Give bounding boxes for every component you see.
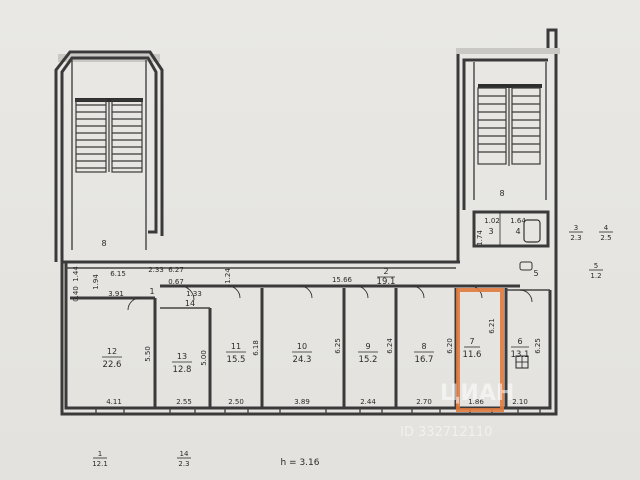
dim-bottom-7: 1.86 bbox=[468, 398, 484, 406]
side-list-3-area: 2.3 bbox=[570, 234, 581, 242]
room-8-number: 8 bbox=[421, 342, 426, 351]
dim-627: 6.27 bbox=[168, 266, 184, 274]
dim-233: 2.33 bbox=[148, 266, 164, 274]
dim-194: 1.94 bbox=[92, 274, 100, 290]
highlight-room-7 bbox=[456, 288, 504, 412]
bottom-list-1-number: 1 bbox=[98, 450, 102, 458]
ceiling-height-label: h = 3.16 bbox=[280, 458, 319, 468]
room-3-number: 3 bbox=[488, 227, 493, 236]
room-9-number: 9 bbox=[365, 342, 370, 351]
dim-vertical-8: 6.25 bbox=[534, 338, 542, 354]
room-6-number: 6 bbox=[517, 337, 522, 346]
right-stair-treads bbox=[477, 84, 542, 166]
dim-133: 1.33 bbox=[186, 290, 202, 298]
room-14-number: 14 bbox=[185, 299, 195, 308]
dim-vertical-5: 6.24 bbox=[386, 338, 394, 354]
dim-bottom-4: 3.89 bbox=[294, 398, 310, 406]
watermark-id: ID 332712110 bbox=[400, 425, 492, 440]
corridor-length: 15.66 bbox=[332, 276, 353, 284]
room-11-area: 15.5 bbox=[227, 355, 246, 365]
dim-bottom-2: 2.55 bbox=[176, 398, 192, 406]
room-12-area: 22.6 bbox=[103, 360, 122, 370]
dim-164: 1.64 bbox=[510, 217, 526, 225]
room-7-area: 11.6 bbox=[463, 350, 482, 360]
dim-040: 0.40 bbox=[72, 286, 80, 302]
dim-102: 1.02 bbox=[484, 217, 500, 225]
bottom-area-list: 1 12.1 14 2.3 h = 3.16 bbox=[92, 450, 320, 468]
dim-vertical-4: 6.25 bbox=[334, 338, 342, 354]
right-stair-tower bbox=[456, 28, 560, 262]
dim-067: 0.67 bbox=[168, 278, 184, 286]
side-list-5-area: 1.2 bbox=[590, 272, 601, 280]
room-13-number: 13 bbox=[177, 352, 187, 361]
room-8-area: 16.7 bbox=[415, 355, 434, 365]
room-11-number: 11 bbox=[231, 342, 241, 351]
dim-vertical-1: 5.50 bbox=[144, 346, 152, 362]
side-list-3-number: 3 bbox=[574, 224, 578, 232]
room-10-area: 24.3 bbox=[293, 355, 312, 365]
side-area-list: 3 2.3 4 2.5 5 1.2 bbox=[569, 224, 613, 280]
dim-615: 6.15 bbox=[110, 270, 126, 278]
room-labels: 12 22.6 13 12.8 11 15.5 10 24.3 9 15.2 8… bbox=[101, 189, 538, 375]
side-list-4-area: 2.5 bbox=[600, 234, 611, 242]
room-5-number: 5 bbox=[533, 269, 538, 278]
room-6-area: 13.1 bbox=[511, 350, 530, 360]
sink-fixture bbox=[515, 355, 529, 369]
room-10-number: 10 bbox=[297, 342, 307, 351]
dim-391: 3.91 bbox=[108, 290, 124, 298]
dim-144: 1.44 bbox=[72, 266, 80, 282]
dim-vertical-3: 6.18 bbox=[252, 340, 260, 356]
dimension-labels: 4.11 2.55 2.50 3.89 2.44 2.70 1.86 2.10 … bbox=[72, 217, 542, 406]
dim-vertical-6: 6.20 bbox=[446, 338, 454, 354]
room-4-number: 4 bbox=[515, 227, 520, 236]
bottom-list-1-area: 12.1 bbox=[92, 460, 108, 468]
dim-vertical-7: 6.21 bbox=[488, 318, 496, 334]
stair-right-number: 8 bbox=[499, 189, 504, 198]
room-13-area: 12.8 bbox=[173, 365, 192, 375]
bottom-list-14-number: 14 bbox=[180, 450, 189, 458]
room-1-number: 1 bbox=[149, 287, 154, 296]
room-12-number: 12 bbox=[107, 347, 117, 356]
dim-bottom-5: 2.44 bbox=[360, 398, 376, 406]
dim-vertical-2: 5.00 bbox=[200, 350, 208, 366]
watermark: ЦИАН ID 332712110 bbox=[400, 381, 514, 440]
left-stair-tower bbox=[54, 50, 164, 262]
left-stair-treads bbox=[75, 98, 143, 173]
dim-174: 1.74 bbox=[476, 230, 484, 246]
side-list-4-number: 4 bbox=[604, 224, 609, 232]
stair-left-number: 8 bbox=[101, 239, 106, 248]
bottom-list-14-area: 2.3 bbox=[178, 460, 189, 468]
dim-bottom-8: 2.10 bbox=[512, 398, 528, 406]
dim-bottom-1: 4.11 bbox=[106, 398, 122, 406]
watermark-brand: ЦИАН bbox=[440, 381, 514, 406]
dim-bottom-6: 2.70 bbox=[416, 398, 432, 406]
dim-bottom-3: 2.50 bbox=[228, 398, 244, 406]
dim-124: 1.24 bbox=[224, 268, 232, 284]
room-7-number: 7 bbox=[469, 337, 474, 346]
corridor-area: 19.1 bbox=[377, 277, 396, 287]
room-9-area: 15.2 bbox=[359, 355, 378, 365]
main-building bbox=[60, 260, 558, 416]
corridor-number: 2 bbox=[383, 267, 388, 276]
side-list-5-number: 5 bbox=[594, 262, 598, 270]
